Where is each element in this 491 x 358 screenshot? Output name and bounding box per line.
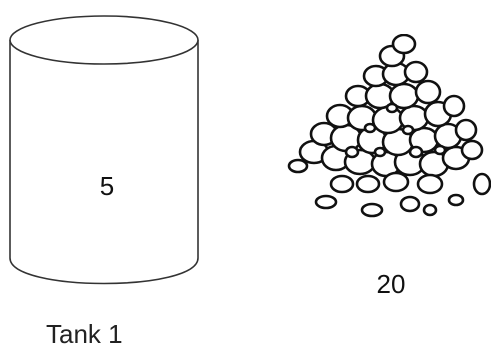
tank-cylinder-icon xyxy=(9,15,199,285)
tank-caption: Tank 1 xyxy=(46,319,123,349)
tank-value-label: 5 xyxy=(99,171,115,201)
rocks-value-label: 20 xyxy=(376,269,406,299)
rock-pile-icon xyxy=(287,34,491,218)
